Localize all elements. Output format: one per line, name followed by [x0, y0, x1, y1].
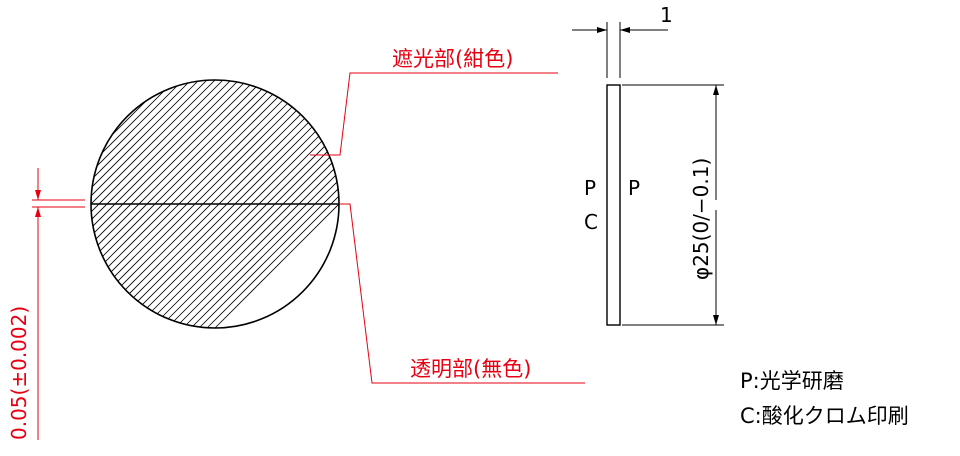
hatch-line — [91, 80, 339, 328]
label-clear: 透明部(無色) — [410, 357, 531, 381]
hatch-line — [166, 80, 339, 328]
hatch-line — [91, 80, 339, 328]
side-view: 1 φ25(0/−0.1) P C P — [572, 3, 724, 326]
hatch-line — [190, 80, 339, 328]
hatch-line — [91, 80, 140, 328]
face-label-left-top: P — [584, 176, 596, 200]
hatch-line — [91, 80, 339, 328]
hatch-line — [91, 80, 100, 328]
hatch-line — [214, 80, 339, 328]
leader-shading — [310, 72, 558, 156]
hatch-line — [91, 80, 308, 328]
face-label-left-bottom: C — [584, 210, 598, 234]
hatch-line — [91, 80, 156, 328]
hatch-line — [94, 80, 339, 328]
dim-coating-label: 0.05(±0.002) — [7, 306, 31, 440]
hatch-line — [91, 80, 188, 328]
hatch-line — [110, 80, 339, 328]
hatch-line — [91, 80, 339, 328]
legend-polish: P:光学研磨 — [740, 369, 844, 393]
hatch-line — [91, 80, 339, 328]
hatch-line — [91, 80, 316, 328]
hatch-line — [91, 80, 108, 328]
hatch-line — [134, 80, 339, 328]
hatch-line — [91, 80, 339, 328]
hatch-line — [91, 80, 339, 328]
hatch-line — [91, 80, 332, 328]
hatch-line — [91, 80, 124, 328]
hatch-line — [182, 80, 339, 328]
hatch-line — [91, 80, 300, 328]
hatch-line — [91, 80, 260, 328]
dimension-coating-thickness: 0.05(±0.002) — [7, 168, 85, 440]
hatch-line — [91, 80, 339, 328]
hatch-line — [91, 80, 339, 328]
hatch-line — [91, 80, 204, 328]
dim-diameter-label: φ25(0/−0.1) — [689, 158, 713, 280]
hatch-line — [91, 80, 292, 328]
hatch-line — [91, 80, 339, 328]
hatch-line — [91, 80, 172, 328]
leader-clear — [340, 203, 585, 384]
hatch-line — [102, 80, 339, 328]
hatch-line — [91, 80, 339, 328]
legend-chrome-print: C:酸化クロム印刷 — [740, 404, 909, 428]
hatch-line — [126, 80, 339, 328]
hatch-line — [206, 80, 339, 328]
plate-outline — [606, 84, 621, 326]
hatch-line — [91, 80, 339, 328]
hatch-line — [91, 80, 244, 328]
hatch-line — [91, 80, 276, 328]
dim-thickness-label: 1 — [660, 3, 673, 27]
hatch-line — [91, 80, 132, 328]
hatch-line — [91, 80, 339, 328]
hatch-line — [91, 80, 148, 328]
face-label-right: P — [628, 176, 640, 200]
hatch-line — [91, 80, 220, 328]
hatch-line — [174, 80, 339, 328]
hatch-line — [158, 80, 339, 328]
hatch-line — [198, 80, 339, 328]
hatch-line — [91, 80, 339, 328]
hatch-line — [91, 80, 92, 328]
label-shading: 遮光部(紺色) — [392, 47, 513, 71]
hatch-line — [91, 80, 339, 328]
hatch-line — [118, 80, 339, 328]
hatch-line — [91, 80, 228, 328]
hatch-line — [91, 80, 324, 328]
hatch-line — [91, 80, 339, 328]
